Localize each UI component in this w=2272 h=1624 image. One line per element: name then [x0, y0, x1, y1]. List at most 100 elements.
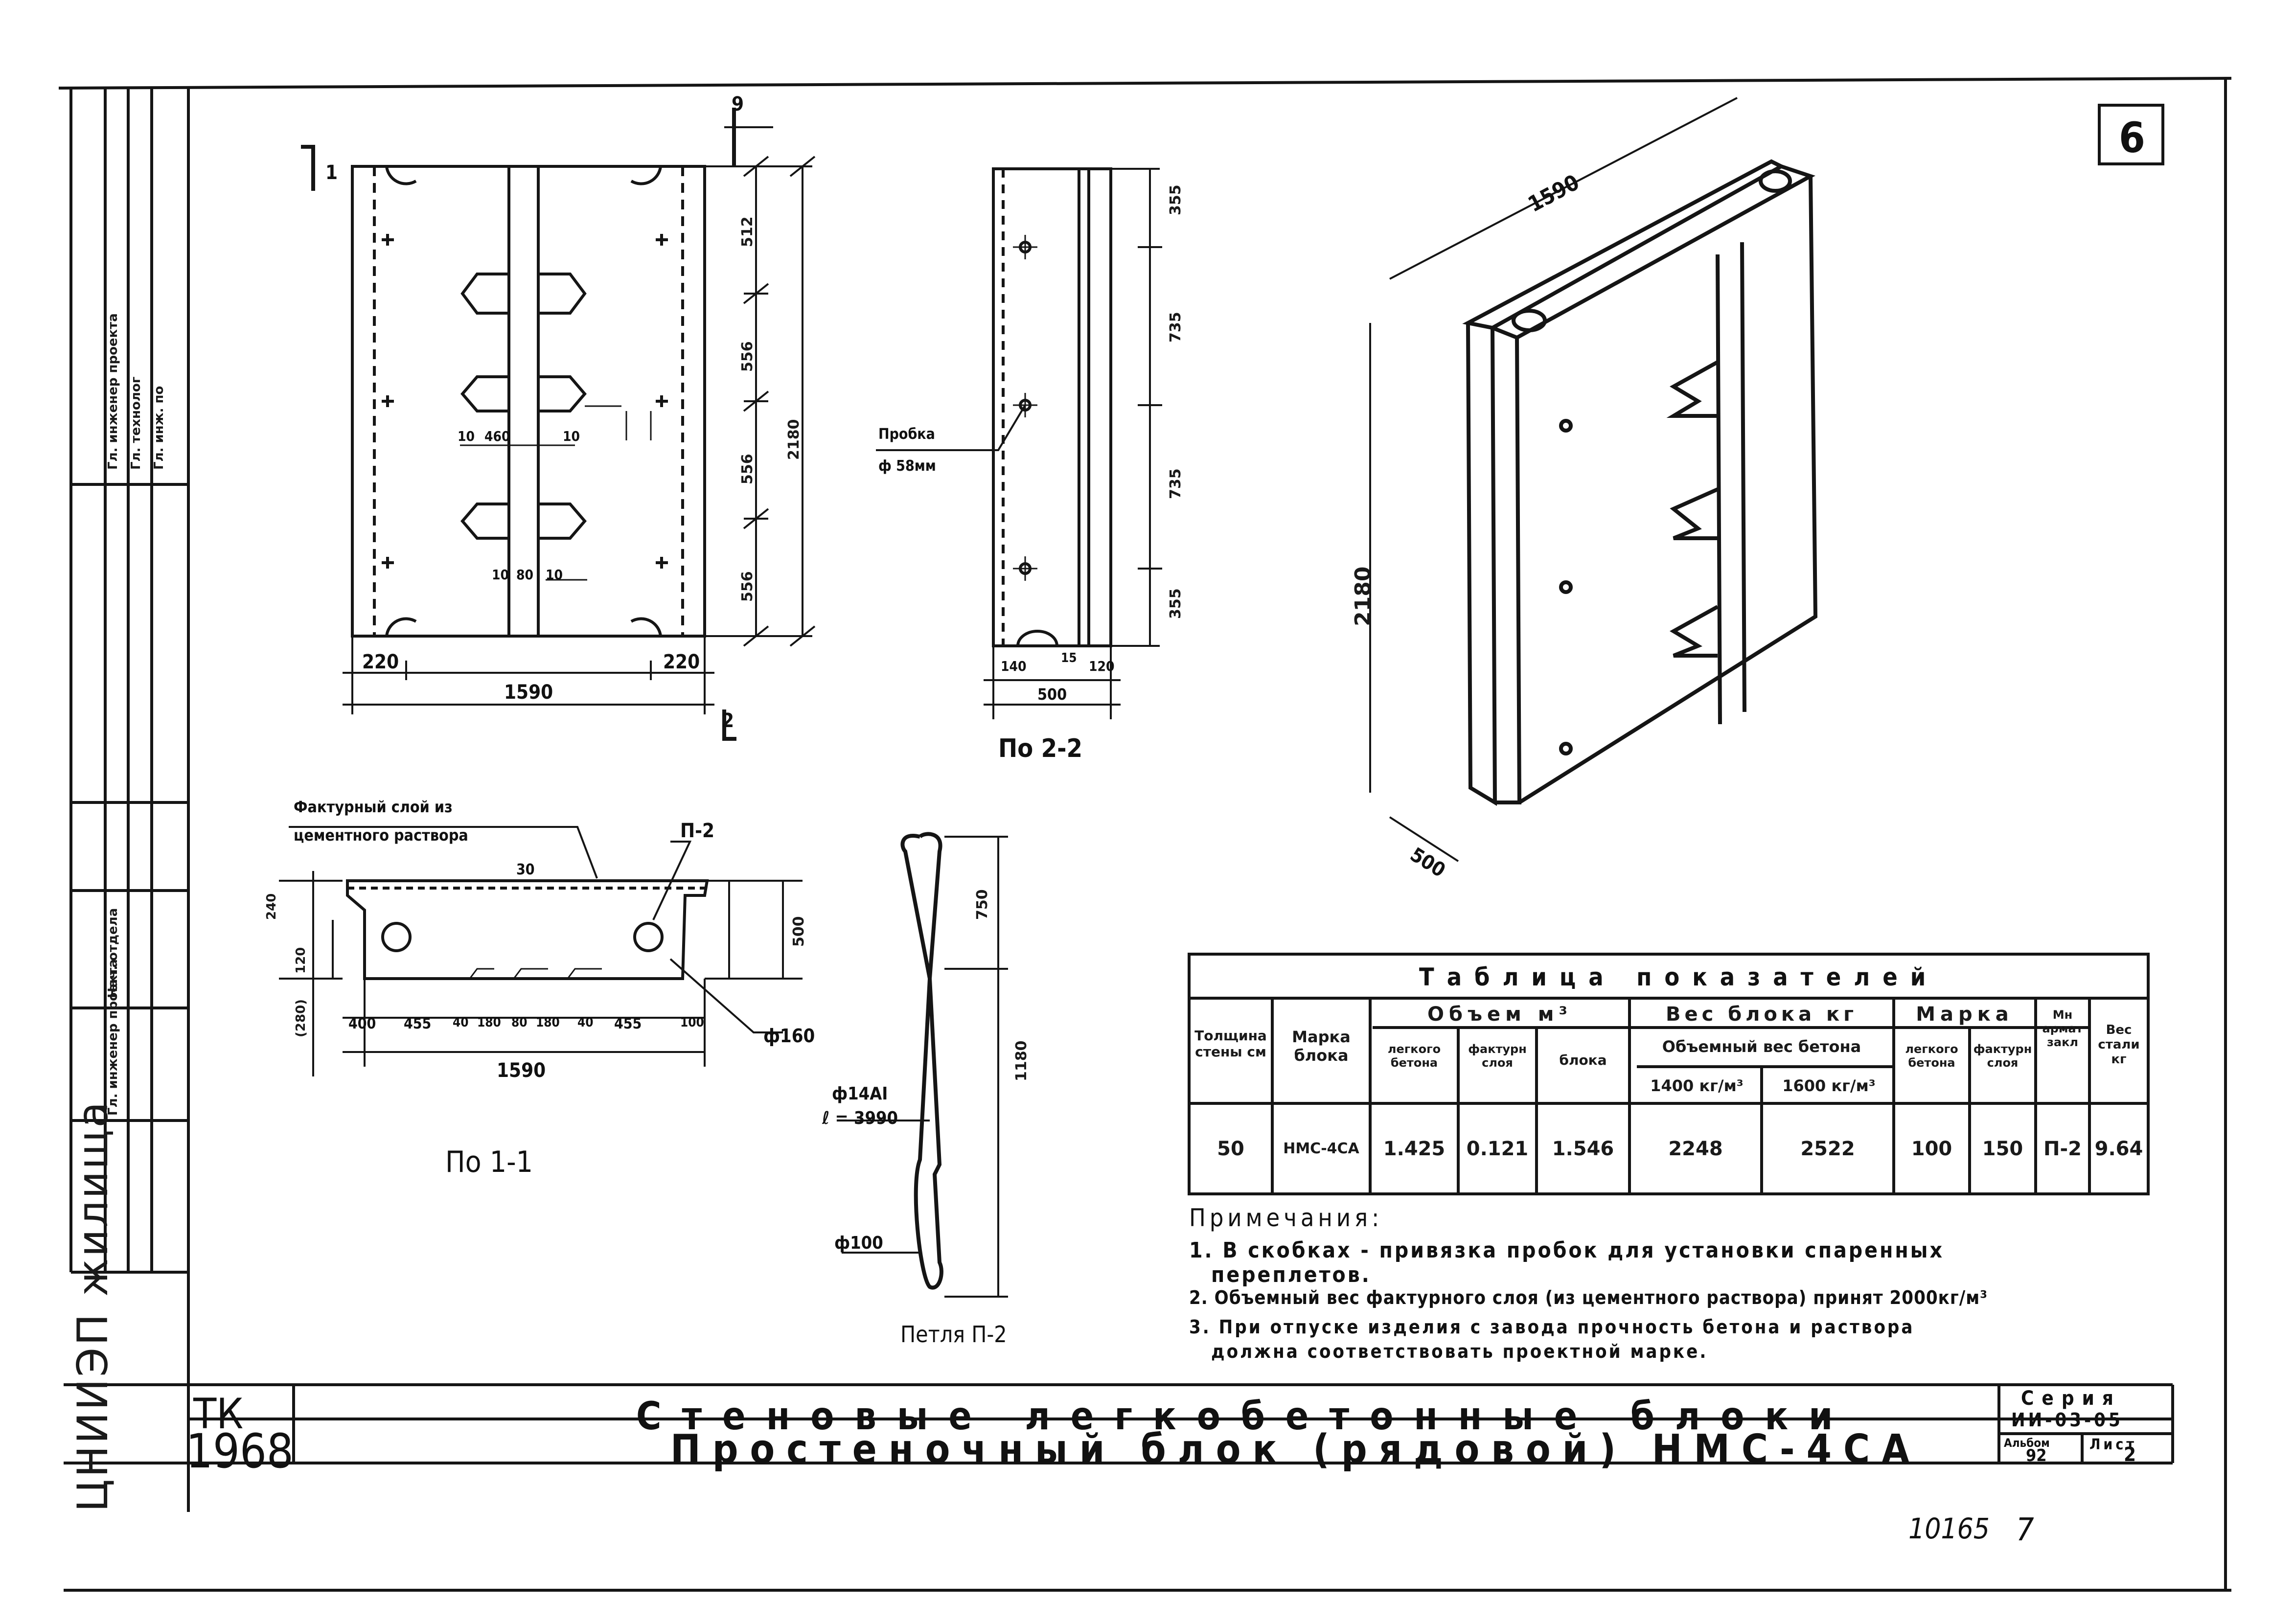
album-label: Альбом — [2004, 1436, 2050, 1450]
table-title: Таблица показателей — [1419, 963, 1939, 991]
side-cork-dia: ф 58мм — [878, 457, 936, 475]
loop-rebar: ф14АI — [832, 1084, 888, 1104]
section-left-dim-2: 240 — [264, 893, 279, 920]
section-left-dim-1: (280) — [294, 999, 308, 1037]
note-2: 2. Объемный вес фактурного слоя (из цеме… — [1189, 1287, 1988, 1308]
front-total-height: 2180 — [785, 419, 803, 460]
section-total: 1590 — [497, 1059, 546, 1082]
section-dim-b1: 400 — [348, 1015, 376, 1032]
list-value: 2 — [2124, 1443, 2136, 1466]
section-dia: ф160 — [763, 1025, 815, 1047]
table-h-w1400: 1400 кг/м³ — [1650, 1076, 1744, 1095]
table-cell-thickness: 50 — [1217, 1138, 1244, 1160]
title-line-2: Простеночный блок (рядовой) НМС-4СА — [670, 1426, 1922, 1473]
table-h-grade: Марка — [1916, 1003, 2014, 1026]
section-dim-b3: 40 — [453, 1015, 469, 1030]
note-1b: переплетов. — [1211, 1262, 1371, 1287]
table-cell-w1400: 2248 — [1668, 1138, 1723, 1160]
front-dim-3: 556 — [739, 454, 756, 484]
side-dim-1: 355 — [1167, 184, 1184, 215]
table-h-thickness: Толщина стены см — [1194, 1028, 1267, 1060]
table-cell-loops: П-2 — [2043, 1138, 2082, 1160]
table-cell-vol-light: 1.425 — [1383, 1138, 1446, 1160]
table-h-vol-texture: фактурн слоя — [1468, 1042, 1527, 1070]
table-cell-steel: 9.64 — [2094, 1138, 2143, 1160]
org-name: ЦНИИЭП жилища — [69, 1099, 117, 1512]
note-3a: 3. При отпуске изделия с завода прочност… — [1189, 1316, 1915, 1338]
front-top-dim: 9 — [732, 93, 744, 115]
section-top-dim: 30 — [516, 861, 535, 878]
section-texture-note-2: цементного раствора — [294, 826, 468, 845]
front-edge-left: 220 — [362, 651, 399, 673]
stamp-role-4: Гл. технолог — [129, 376, 143, 470]
front-inner-5: 80 — [516, 567, 534, 583]
front-inner-3: 10 — [563, 428, 580, 444]
title-line-1: Стеновые легкобетонные блоки — [636, 1395, 1854, 1439]
stamp-role-5: Гл. инж. по — [152, 386, 166, 470]
table-h-grade-light: легкого бетона — [1905, 1042, 1958, 1070]
section-dim-b7: 40 — [577, 1015, 594, 1030]
section-loop-ref: П-2 — [680, 820, 715, 842]
table-h-weight-vol: Объемный вес бетона — [1662, 1037, 1861, 1056]
side-cork-label: Пробка — [878, 426, 935, 443]
notes-heading: Примечания: — [1189, 1204, 1383, 1232]
table-h-weight: Вес блока кг — [1665, 1003, 1858, 1026]
loop-length: ℓ = 3990 — [822, 1108, 898, 1128]
iso-height: 2180 — [1351, 566, 1376, 626]
section-left-dim-3: 120 — [294, 947, 308, 974]
side-bottom-part-1: 140 — [1001, 658, 1027, 674]
stamp-role-2: Нач. отдела — [106, 908, 120, 998]
side-bottom-part-2: 15 — [1061, 651, 1077, 665]
table-h-vol-light: легкого бетона — [1387, 1042, 1441, 1070]
front-section-mark-2: 2 — [722, 709, 734, 732]
section-dim-b8: 455 — [614, 1015, 642, 1032]
side-bottom-total: 500 — [1037, 685, 1067, 704]
table-cell-grade-light: 100 — [1911, 1138, 1952, 1160]
table-h-vol-block: блока — [1559, 1052, 1607, 1068]
archive-suffix: 7 — [2016, 1512, 2034, 1548]
series-value: ИИ-03-05 — [2011, 1409, 2123, 1431]
table-h-grade-tex: фактурн слоя — [1973, 1042, 2032, 1070]
table-cell-vol-block: 1.546 — [1552, 1138, 1614, 1160]
side-dim-4: 355 — [1167, 588, 1184, 619]
front-edge-right: 220 — [663, 651, 700, 673]
table-h-mark: Марка блока — [1292, 1028, 1351, 1065]
front-dim-1: 512 — [739, 216, 756, 247]
table-h-steel: Вес стали кг — [2098, 1023, 2140, 1067]
list-label: Лист — [2089, 1436, 2137, 1453]
note-3b: должна соответствовать проектной марке. — [1211, 1341, 1708, 1362]
section-dim-b6: 180 — [536, 1015, 560, 1030]
table-h-loops: Мн армат закл — [2042, 1008, 2083, 1049]
table-h-w1600: 1600 кг/м³ — [1782, 1076, 1876, 1095]
section-label: По 1-1 — [445, 1145, 533, 1179]
front-dim-2: 556 — [739, 341, 756, 372]
front-inner-1: 10 — [458, 428, 475, 444]
table-cell-vol-texture: 0.121 — [1466, 1138, 1529, 1160]
loop-dia: ф100 — [834, 1233, 883, 1253]
section-dim-b4: 180 — [477, 1015, 501, 1030]
title-tk: ТК — [193, 1390, 244, 1439]
section-dim-b9: 100 — [680, 1015, 704, 1030]
sheet-number: 6 — [2119, 114, 2145, 162]
front-dim-4: 556 — [739, 571, 756, 602]
archive-number: 10165 — [1908, 1512, 1990, 1545]
table-cell-w1600: 2522 — [1800, 1138, 1855, 1160]
title-year: 1968 — [186, 1424, 294, 1479]
side-view-label: По 2-2 — [998, 734, 1083, 763]
stamp-role-3: Гл. инженер проекта — [106, 313, 120, 470]
section-dim-b2: 455 — [404, 1015, 432, 1032]
loop-label: Петля П-2 — [900, 1321, 1007, 1348]
loop-dim-total: 1180 — [1013, 1040, 1030, 1082]
table-h-volume: Объем м³ — [1427, 1003, 1572, 1026]
loop-dim-top: 750 — [974, 889, 991, 920]
front-section-mark-1: 1 — [325, 161, 338, 184]
side-dim-3: 735 — [1167, 468, 1184, 499]
front-inner-4: 10 — [492, 567, 509, 583]
table-cell-mark: НМС-4СА — [1283, 1140, 1359, 1157]
section-dim-b5: 80 — [511, 1015, 528, 1030]
section-texture-note-1: Фактурный слой из — [294, 798, 453, 816]
table-cell-grade-tex: 150 — [1982, 1138, 2023, 1160]
side-dim-2: 735 — [1167, 312, 1184, 343]
front-width: 1590 — [504, 681, 553, 704]
side-bottom-part-3: 120 — [1089, 658, 1115, 674]
